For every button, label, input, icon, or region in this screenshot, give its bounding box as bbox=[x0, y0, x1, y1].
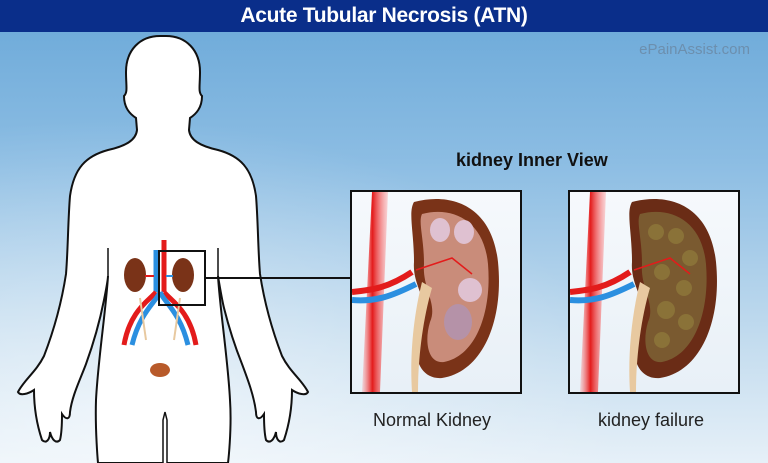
right-kidney-icon bbox=[172, 258, 194, 292]
bladder-icon bbox=[150, 363, 170, 377]
kidney-failure-caption: kidney failure bbox=[598, 410, 705, 430]
watermark: ePainAssist.com bbox=[639, 41, 750, 58]
normal-kidney-caption: Normal Kidney bbox=[373, 410, 492, 430]
left-kidney-icon bbox=[124, 258, 146, 292]
normal-kidney-panel bbox=[350, 190, 522, 394]
inner-view-heading: kidney Inner View bbox=[456, 150, 608, 170]
title-bar: Acute Tubular Necrosis (ATN) bbox=[0, 0, 768, 32]
kidney-failure-panel bbox=[568, 190, 740, 394]
page-title: Acute Tubular Necrosis (ATN) bbox=[240, 4, 528, 27]
kidney-highlight-box bbox=[158, 250, 206, 306]
failed-kidney-icon bbox=[570, 192, 717, 392]
normal-kidney-icon bbox=[352, 192, 499, 392]
human-body-illustration bbox=[16, 35, 310, 463]
connector-line bbox=[204, 277, 350, 279]
